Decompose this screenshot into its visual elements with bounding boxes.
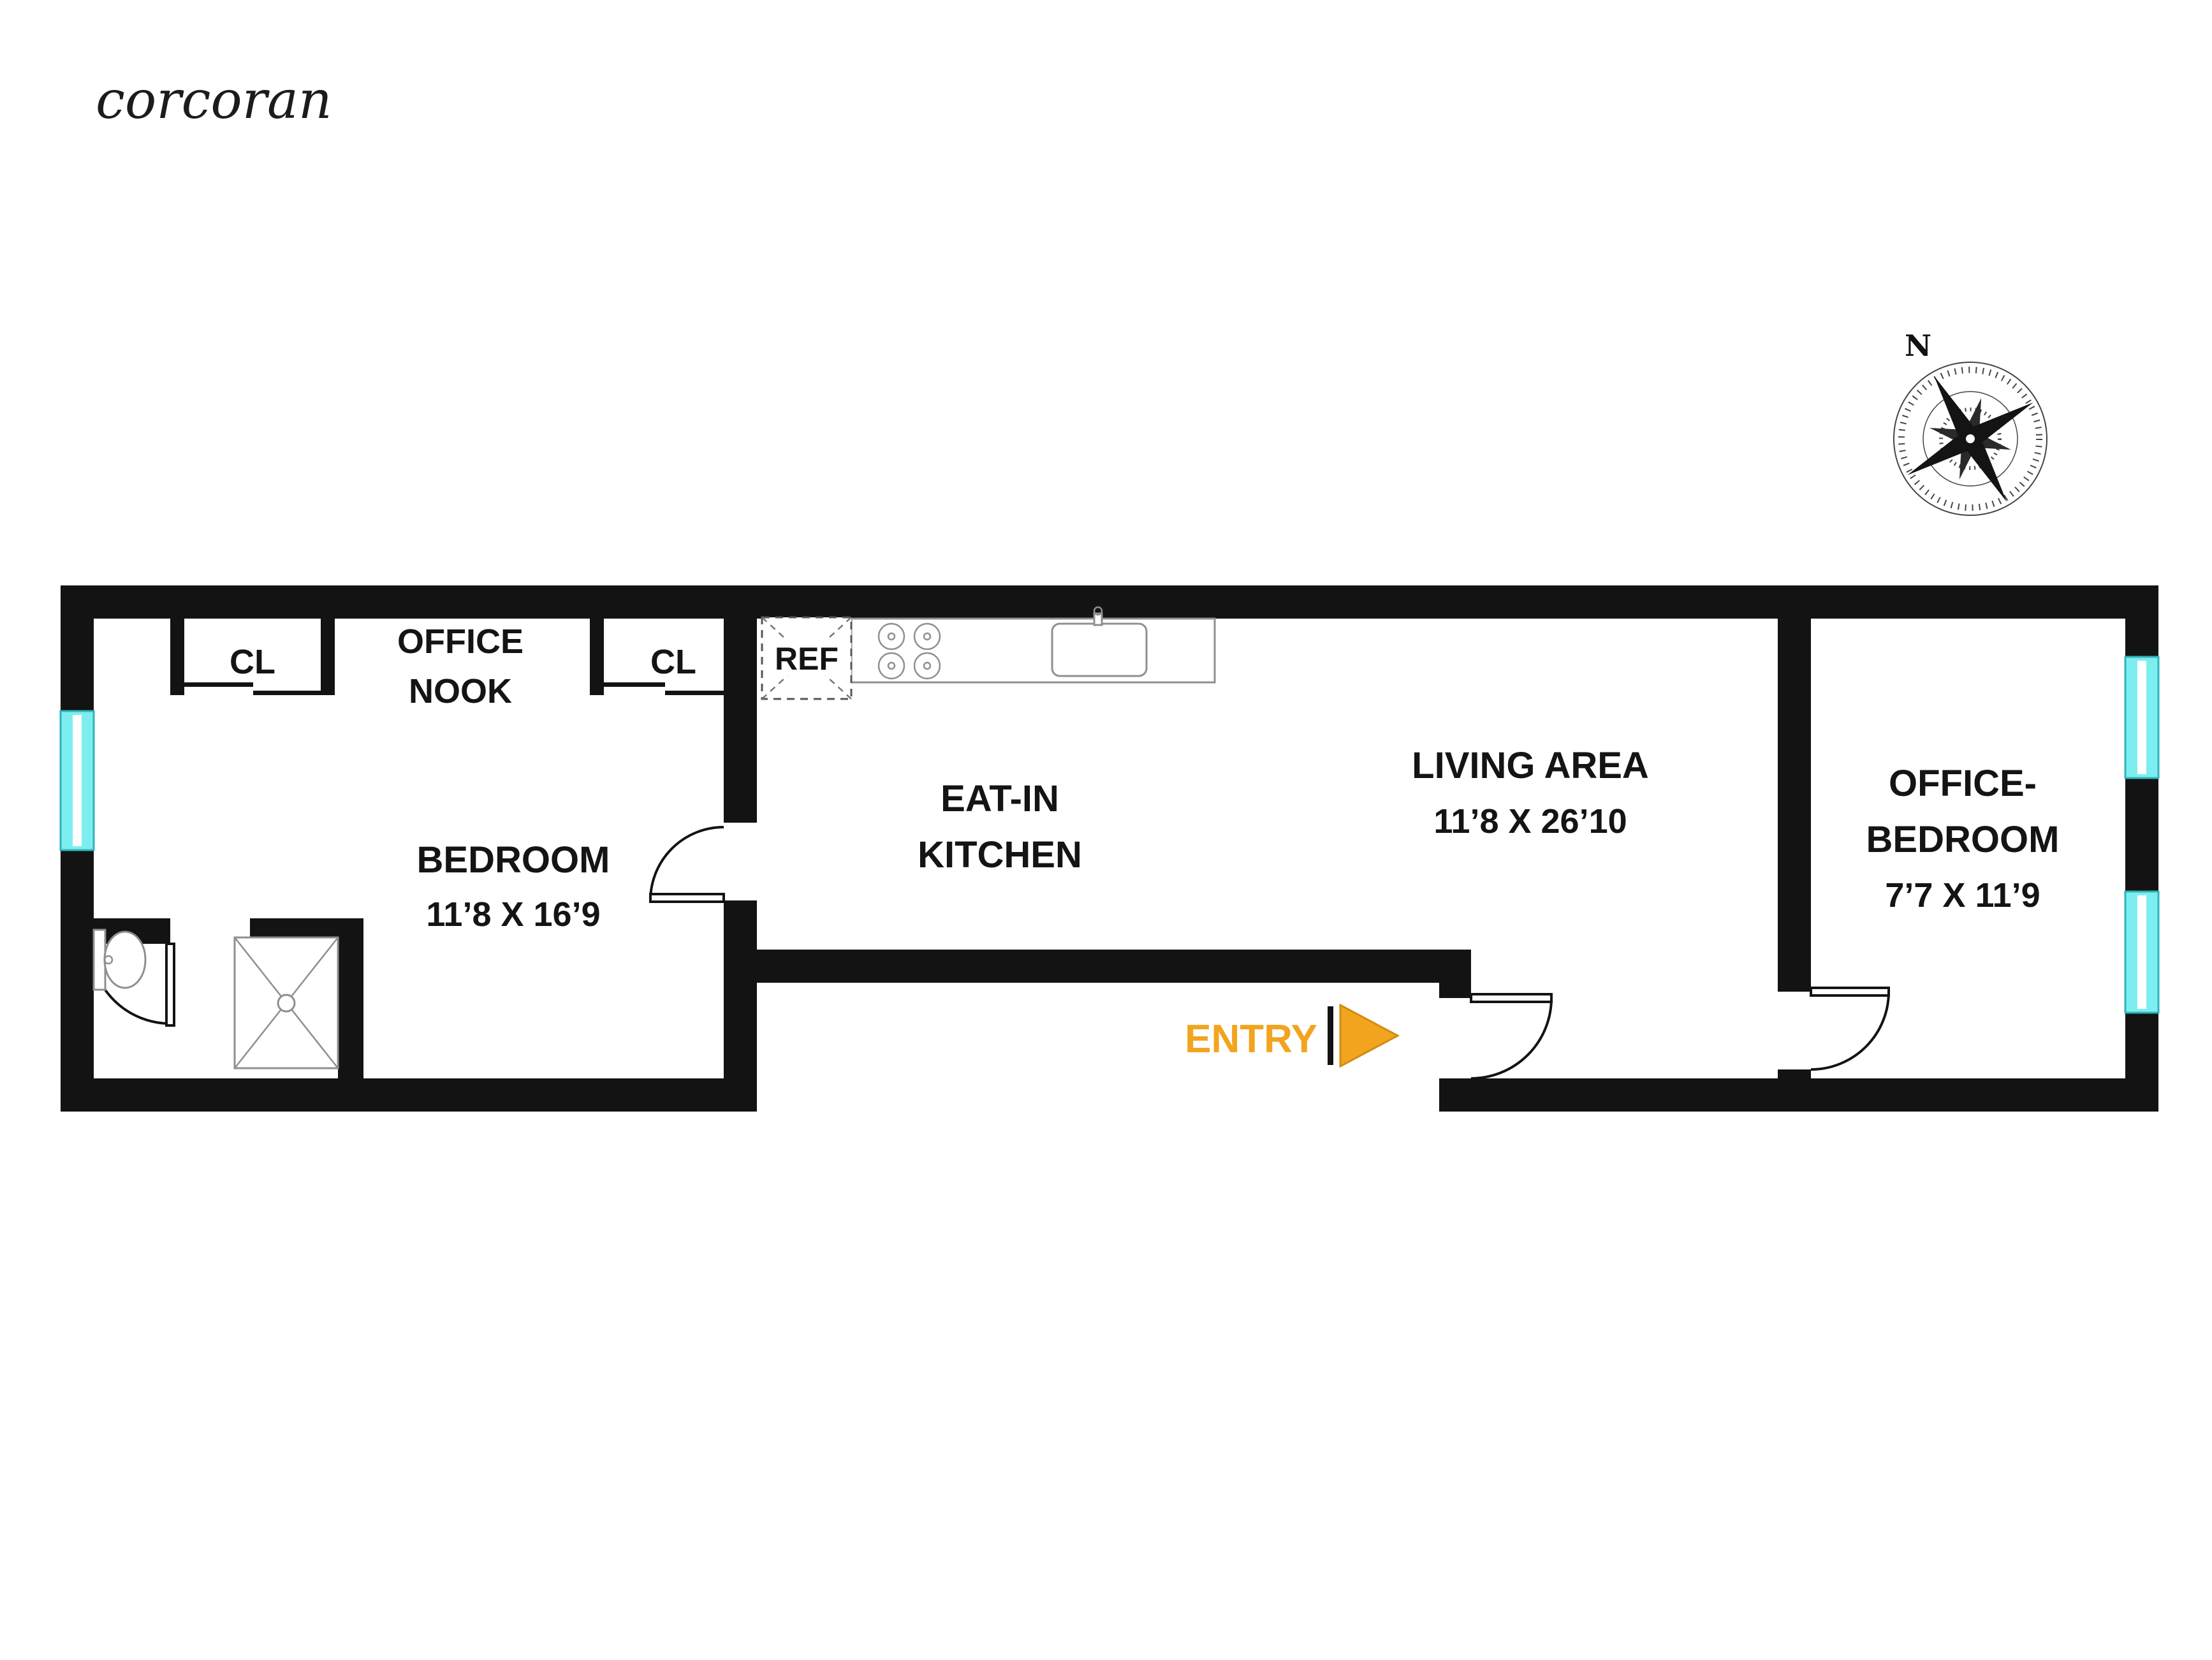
closet-left-door-panel — [253, 691, 321, 695]
window-right-bottom-stripe — [2137, 895, 2146, 1009]
doors — [89, 826, 1890, 1080]
kitchen-label-line1: EAT-IN — [941, 778, 1059, 819]
wall-closet-left-a — [170, 619, 184, 695]
entry-marker: ENTRY — [1185, 1003, 1400, 1068]
office-bedroom-label-line1: OFFICE- — [1889, 763, 2037, 804]
wall-bedroom-divider-top — [724, 585, 757, 823]
shower-icon — [233, 936, 339, 1069]
entry-arrow-bar — [1328, 1006, 1333, 1065]
stove-icon — [877, 622, 941, 680]
office-bedroom-label-line2: BEDROOM — [1866, 819, 2060, 860]
entry-door-leaf — [1470, 993, 1553, 1003]
office-nook-label-line1: OFFICE — [397, 622, 524, 661]
closet-left-door-panel — [184, 682, 253, 687]
wall-kitchen-bottom — [724, 950, 1471, 983]
kitchen-sink-icon — [1051, 606, 1148, 677]
brand-logo: corcoran — [96, 70, 332, 131]
closet-right-label: CL — [650, 643, 696, 681]
compass-star — [1907, 376, 2033, 502]
bedroom-door-leaf — [649, 893, 725, 903]
closet-left-label: CL — [230, 643, 275, 681]
window-left-stripe — [73, 715, 82, 846]
wall-bath-right — [338, 918, 363, 1112]
windows — [59, 656, 2160, 1014]
compass-rose: N — [1893, 328, 2047, 516]
bathroom-fixtures — [92, 929, 339, 1069]
ref-label-bg — [767, 638, 846, 676]
living-area-dimensions: 11’8 X 26’10 — [1433, 802, 1627, 841]
office-bedroom-dimensions: 7’7 X 11’9 — [1885, 876, 2040, 914]
closet-right-door-panel — [665, 691, 724, 695]
wall-entry-stub — [1439, 983, 1471, 998]
bathroom-door-arc — [89, 943, 171, 1025]
wall-bedroom-divider-bottom — [724, 900, 757, 1112]
compass-north-label: N — [1905, 328, 1931, 363]
entry-door-arc — [1470, 997, 1553, 1080]
ref-label: REF — [775, 641, 839, 677]
entry-arrow-icon — [1339, 1003, 1400, 1068]
room-labels: CL CL OFFICE NOOK BEDROOM 11’8 X 16’9 EA… — [230, 622, 2059, 934]
wall-bottom-left — [61, 1078, 757, 1112]
wall-closet-left-b — [321, 619, 335, 695]
entry-label: ENTRY — [1185, 1017, 1317, 1061]
bathroom-sink-icon — [92, 929, 147, 991]
kitchen-counter — [850, 617, 1216, 684]
kitchen-label-line2: KITCHEN — [918, 834, 1082, 876]
bathroom-door-leaf — [165, 943, 175, 1027]
office-bedroom-door-leaf — [1810, 987, 1890, 997]
window-right-top-stripe — [2137, 661, 2146, 774]
office-bedroom-door-arc — [1810, 991, 1890, 1071]
office-nook-label-line2: NOOK — [409, 672, 512, 710]
living-area-label: LIVING AREA — [1412, 745, 1649, 786]
wall-office-divider-bottom — [1778, 1069, 1811, 1112]
wall-top — [61, 585, 2158, 619]
wall-closet-right-a — [590, 619, 604, 695]
closet-right-door-panel — [604, 682, 665, 687]
wall-office-divider-top — [1778, 585, 1811, 992]
refrigerator-icon: REF — [761, 616, 853, 700]
bedroom-label: BEDROOM — [417, 839, 610, 881]
bedroom-dimensions: 11’8 X 16’9 — [426, 895, 600, 934]
kitchen-fixtures: REF — [761, 606, 1216, 700]
bedroom-door-arc — [649, 826, 724, 901]
closet-doors — [184, 682, 724, 695]
